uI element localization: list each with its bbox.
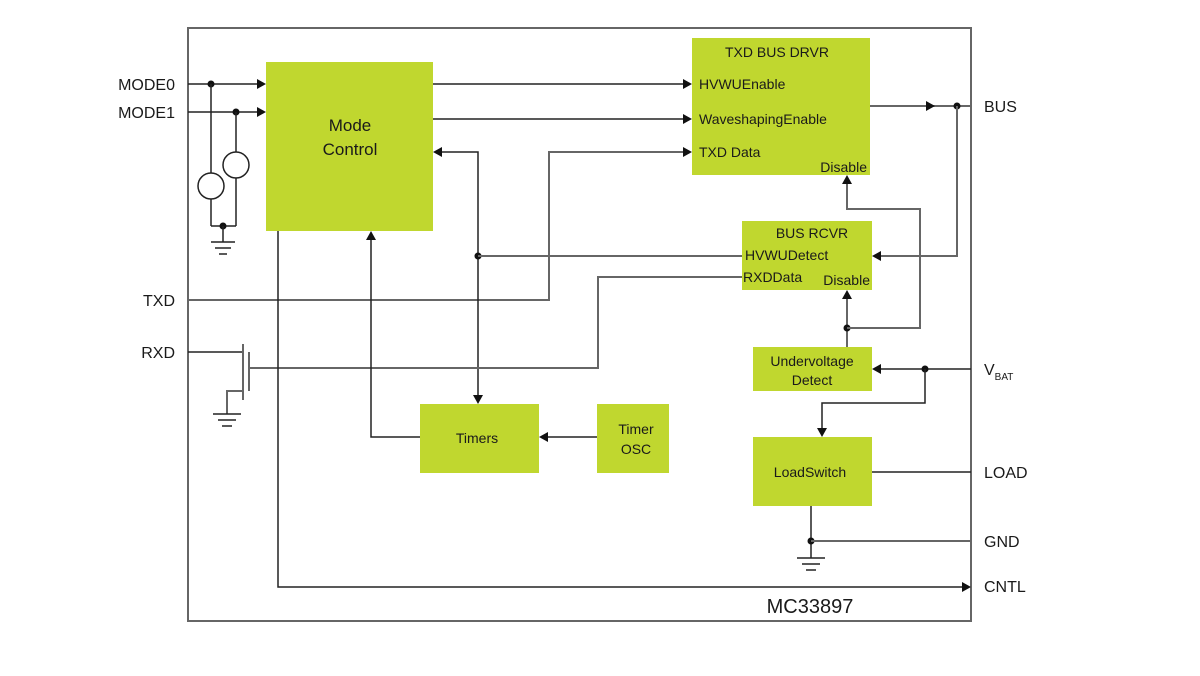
signal-hvwudetect: HVWUDetect	[745, 247, 828, 263]
timers-label: Timers	[456, 430, 498, 446]
timer-osc-block	[597, 404, 669, 473]
signal-waveshapingenable: WaveshapingEnable	[699, 111, 827, 127]
pin-label-cntl: CNTL	[984, 579, 1026, 596]
pin-label-txd: TXD	[143, 293, 175, 310]
timers-to-mode-control-wiring	[366, 231, 597, 442]
timers-block	[420, 404, 539, 473]
bus-receiver-title: BUS RCVR	[776, 225, 848, 241]
mode-control-label: Mode	[329, 116, 372, 135]
timer-osc-label: Timer	[618, 421, 654, 437]
pin-label-mode0: MODE0	[118, 77, 175, 94]
txd-bus-driver-block	[692, 38, 870, 175]
bus-receiver-block	[742, 221, 872, 290]
pin-label-load: LOAD	[984, 465, 1028, 482]
transistor-icon	[242, 344, 250, 400]
ground-icon	[211, 241, 235, 255]
chip-outline	[187, 27, 972, 622]
signal-driver-disable: Disable	[820, 159, 867, 175]
signal-rxddata: RXDData	[743, 269, 802, 285]
current-source-icon	[222, 151, 250, 179]
ground-icon	[797, 557, 825, 571]
undervoltage-detect-block	[753, 347, 872, 391]
load-switch-label: LoadSwitch	[774, 464, 846, 480]
pin-label-rxd: RXD	[141, 345, 175, 362]
signal-txd-data: TXD Data	[699, 144, 761, 160]
mode-control-block	[266, 62, 433, 231]
bus-wiring	[870, 101, 971, 261]
wakeup-wiring	[433, 147, 742, 404]
signal-receiver-disable: Disable	[823, 272, 870, 288]
rxd-wiring	[188, 276, 742, 427]
mode-inputs-wiring	[188, 79, 266, 255]
txd-wiring	[188, 147, 692, 301]
vbat-wiring	[817, 364, 971, 437]
signal-hvwuenable: HVWUEnable	[699, 76, 786, 92]
cntl-wiring	[277, 231, 971, 592]
pin-label-mode1: MODE1	[118, 105, 175, 122]
undervoltage-label: Undervoltage	[770, 353, 853, 369]
pin-label-vbat: VBAT	[984, 362, 1013, 383]
current-source-icon	[197, 172, 225, 200]
mode-control-label: Control	[323, 140, 378, 159]
mode-control-to-driver-wiring	[433, 79, 692, 124]
txd-driver-title: TXD BUS DRVR	[725, 44, 829, 60]
pin-label-gnd: GND	[984, 534, 1020, 551]
chip-title: MC33897	[767, 596, 854, 618]
load-gnd-wiring	[797, 471, 971, 571]
ground-icon	[213, 413, 241, 427]
load-switch-block	[753, 437, 872, 506]
undervoltage-disable-wiring	[842, 175, 921, 347]
undervoltage-label: Detect	[792, 372, 833, 388]
pin-label-bus: BUS	[984, 99, 1017, 116]
timer-osc-label: OSC	[621, 441, 651, 457]
